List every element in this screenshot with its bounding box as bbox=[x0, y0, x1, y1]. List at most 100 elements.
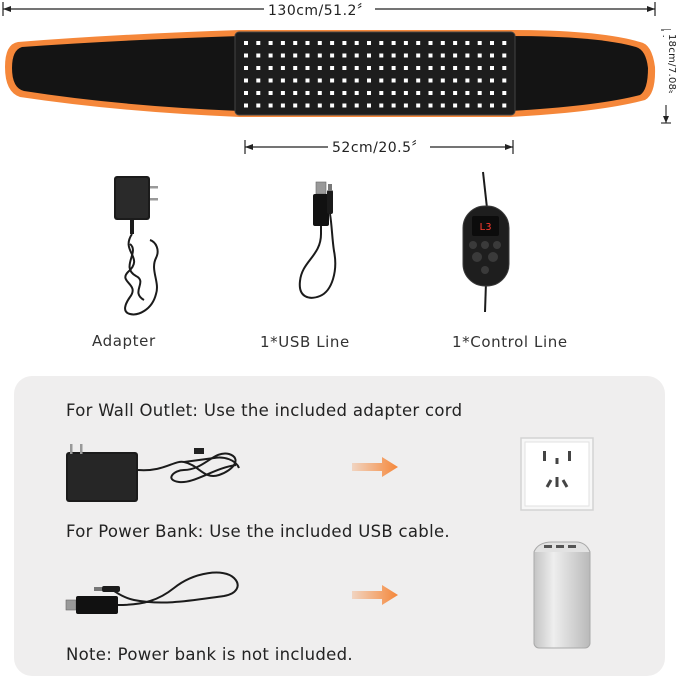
led-dot bbox=[293, 78, 298, 83]
led-dot bbox=[428, 41, 433, 45]
led-dot bbox=[244, 53, 248, 58]
led-dot bbox=[280, 91, 285, 95]
power-bank-icon bbox=[533, 541, 591, 649]
led-dot bbox=[268, 41, 273, 45]
led-dot bbox=[342, 78, 347, 83]
led-dot bbox=[354, 91, 359, 95]
led-dot bbox=[367, 66, 371, 70]
led-dot bbox=[305, 103, 310, 108]
led-dot bbox=[342, 53, 347, 58]
led-dot bbox=[379, 66, 384, 70]
led-dot bbox=[453, 66, 458, 70]
control-line-icon: L3 bbox=[462, 171, 510, 313]
led-dot bbox=[379, 41, 384, 45]
led-dot bbox=[268, 66, 273, 70]
led-dot bbox=[256, 66, 261, 70]
led-dot bbox=[453, 53, 458, 58]
led-dot bbox=[416, 66, 421, 70]
led-dot bbox=[317, 53, 322, 58]
led-dot bbox=[428, 66, 433, 70]
led-dot bbox=[403, 53, 408, 58]
led-dot bbox=[379, 103, 384, 108]
led-dot bbox=[403, 41, 408, 45]
height-label: 18cm/7.08〞 bbox=[664, 30, 679, 105]
led-dot bbox=[490, 103, 494, 108]
led-dot bbox=[317, 91, 322, 95]
led-dot bbox=[453, 41, 458, 45]
component-label-usb-line: 1*USB Line bbox=[260, 333, 350, 351]
led-dot bbox=[379, 78, 384, 83]
led-dot bbox=[428, 78, 433, 83]
led-dot bbox=[502, 78, 507, 83]
led-dot bbox=[403, 103, 408, 108]
led-dot bbox=[453, 78, 458, 83]
total-length-label: 130cm/51.2〞 bbox=[264, 0, 376, 20]
led-dot bbox=[477, 91, 482, 95]
led-dot bbox=[354, 53, 359, 58]
led-dot bbox=[268, 78, 273, 83]
led-dot bbox=[367, 91, 371, 95]
led-dot bbox=[490, 91, 494, 95]
led-dot bbox=[293, 103, 298, 108]
led-dot bbox=[465, 78, 470, 83]
led-dot bbox=[502, 41, 507, 45]
usb-cable-icon bbox=[65, 571, 239, 614]
led-dot bbox=[502, 103, 507, 108]
led-dot bbox=[305, 53, 310, 58]
led-dot bbox=[293, 41, 298, 45]
led-dot bbox=[391, 91, 396, 95]
led-dot bbox=[440, 66, 445, 70]
led-dot bbox=[379, 91, 384, 95]
wall-outlet-note: For Wall Outlet: Use the included adapte… bbox=[66, 401, 463, 420]
led-dot bbox=[403, 78, 408, 83]
component-label-control-line: 1*Control Line bbox=[452, 333, 568, 351]
led-dot bbox=[440, 78, 445, 83]
led-dot bbox=[453, 91, 458, 95]
led-dot bbox=[342, 91, 347, 95]
led-dot bbox=[477, 66, 482, 70]
adapter-icon bbox=[114, 176, 159, 316]
adapter-cord-icon bbox=[66, 444, 240, 502]
led-dot bbox=[293, 91, 298, 95]
led-dot bbox=[440, 103, 445, 108]
belt-image bbox=[5, 30, 656, 117]
led-dot bbox=[391, 41, 396, 45]
led-dot bbox=[453, 103, 458, 108]
led-dot bbox=[477, 41, 482, 45]
led-dot bbox=[280, 66, 285, 70]
led-dot bbox=[391, 103, 396, 108]
led-dot bbox=[256, 53, 261, 58]
led-dot bbox=[256, 103, 261, 108]
led-dot bbox=[342, 103, 347, 108]
led-dot bbox=[502, 91, 507, 95]
led-dot bbox=[244, 66, 248, 70]
led-dot bbox=[244, 91, 248, 95]
power-bank-note: For Power Bank: Use the included USB cab… bbox=[66, 522, 450, 541]
arrow-right-icon bbox=[352, 585, 398, 605]
led-dot bbox=[379, 53, 384, 58]
led-dot bbox=[440, 53, 445, 58]
led-dot bbox=[428, 91, 433, 95]
led-dot bbox=[440, 41, 445, 45]
led-dot bbox=[403, 66, 408, 70]
led-dot bbox=[354, 103, 359, 108]
led-dot bbox=[305, 78, 310, 83]
controller-display: L3 bbox=[479, 222, 491, 233]
led-dot bbox=[244, 78, 248, 83]
usb-line-icon bbox=[298, 181, 337, 299]
led-dot bbox=[293, 53, 298, 58]
led-dot bbox=[391, 53, 396, 58]
led-dot bbox=[502, 53, 507, 58]
led-dot bbox=[330, 103, 335, 108]
led-dot bbox=[256, 78, 261, 83]
led-dot bbox=[465, 103, 470, 108]
led-dot bbox=[330, 66, 335, 70]
led-dot bbox=[465, 53, 470, 58]
led-dot bbox=[268, 53, 273, 58]
led-dot bbox=[330, 91, 335, 95]
led-dot bbox=[280, 53, 285, 58]
component-label-adapter: Adapter bbox=[92, 332, 156, 350]
led-dot bbox=[317, 41, 322, 45]
led-dot bbox=[416, 78, 421, 83]
led-dot bbox=[477, 103, 482, 108]
